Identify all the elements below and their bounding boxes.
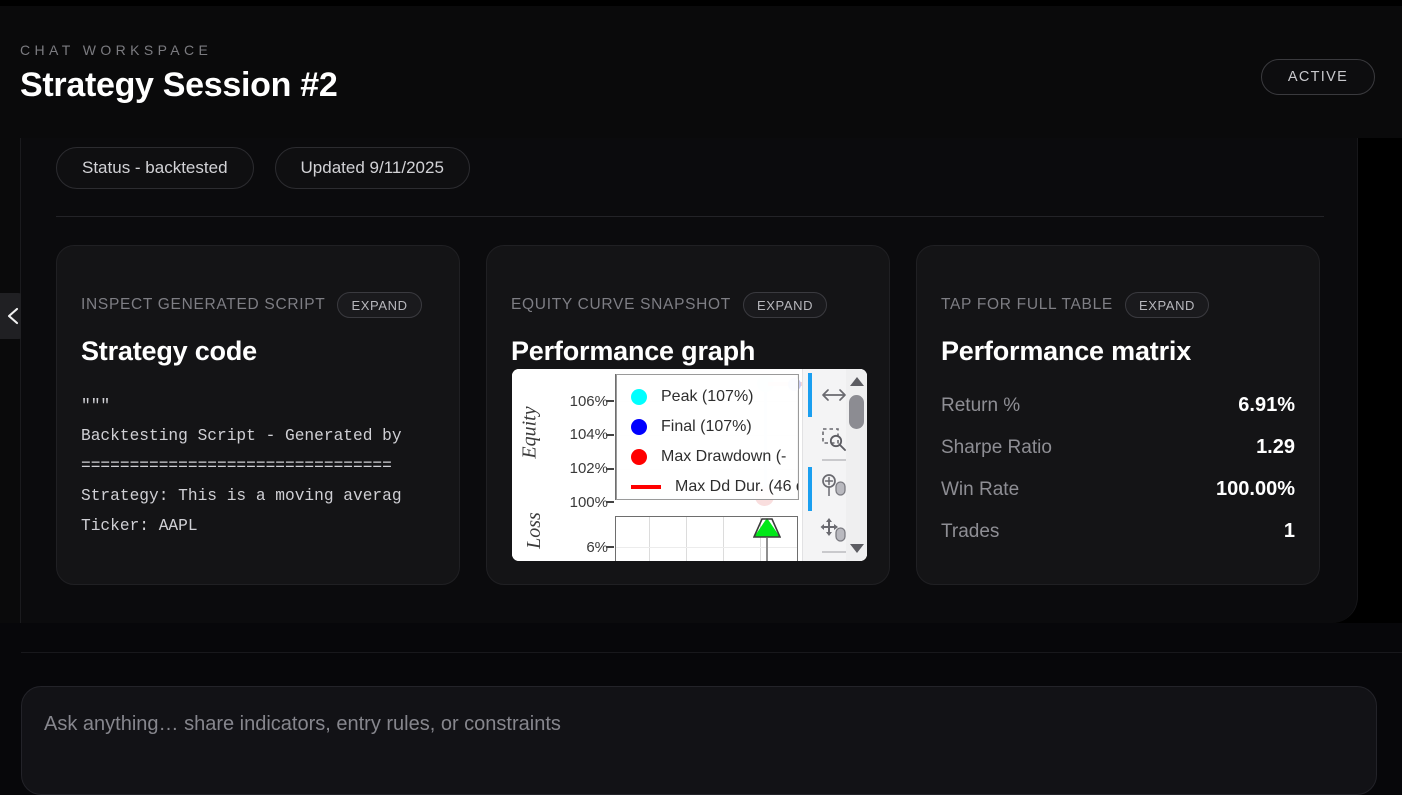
tick-mark	[606, 501, 614, 503]
chat-composer[interactable]: Ask anything… share indicators, entry ru…	[21, 686, 1377, 795]
metric-row-return: Return % 6.91%	[941, 394, 1295, 417]
generated-script-preview: """ Backtesting Script - Generated by ==…	[81, 397, 402, 535]
trade-marker-outline-icon	[753, 518, 781, 538]
loss-subplot	[615, 516, 798, 561]
legend-item-final: Final (107%)	[631, 418, 752, 436]
metric-label: Sharpe Ratio	[941, 437, 1052, 458]
status-badge[interactable]: ACTIVE	[1261, 59, 1375, 95]
metric-label: Trades	[941, 521, 1000, 542]
y-axis-label-loss: Loss	[522, 512, 545, 549]
expand-button-equity[interactable]: EXPAND	[742, 292, 828, 318]
scrollbar-thumb[interactable]	[849, 395, 864, 429]
status-pill[interactable]: Status - backtested	[56, 147, 254, 189]
pan-resize-icon[interactable]	[819, 380, 849, 410]
meta-pill-row: Status - backtested Updated 9/11/2025	[56, 147, 470, 189]
card-header: TAP FOR FULL TABLE EXPAND	[941, 292, 1295, 318]
gridline	[686, 517, 687, 561]
chevron-left-icon	[5, 306, 20, 326]
metric-value: 6.91%	[1238, 394, 1295, 416]
card-kicker: TAP FOR FULL TABLE	[941, 296, 1113, 313]
card-title: Strategy code	[81, 336, 257, 366]
y-tick-102: 102%	[569, 460, 608, 477]
gridline	[760, 517, 761, 561]
legend-swatch-dd-duration-icon	[631, 485, 661, 489]
toolbar-divider	[822, 459, 846, 461]
move-mouse-icon[interactable]	[819, 515, 849, 545]
card-header: INSPECT GENERATED SCRIPT EXPAND	[81, 292, 435, 318]
page-header: CHAT WORKSPACE Strategy Session #2 ACTIV…	[0, 6, 1402, 138]
chart-canvas: Equity Loss 106% 104% 102% 100% 6%	[512, 369, 802, 561]
trade-marker-stem	[766, 538, 768, 561]
chart-toolbar	[802, 369, 867, 561]
y-tick-6: 6%	[586, 539, 608, 556]
chart-scrollbar[interactable]	[846, 369, 867, 561]
zoom-to-rect-icon[interactable]	[819, 424, 849, 454]
toolbar-active-accent	[808, 373, 812, 417]
scroll-up-arrow-icon[interactable]	[850, 377, 864, 386]
legend-item-max-drawdown: Max Drawdown (-	[631, 448, 786, 466]
card-grid: INSPECT GENERATED SCRIPT EXPAND Strategy…	[56, 245, 1320, 585]
card-performance-matrix[interactable]: TAP FOR FULL TABLE EXPAND Performance ma…	[916, 245, 1320, 585]
metric-value: 1	[1283, 520, 1295, 542]
legend-label: Max Dd Dur. (46 d	[675, 478, 799, 495]
legend-item-peak: Peak (107%)	[631, 388, 754, 406]
card-title: Performance graph	[511, 336, 756, 366]
card-title: Performance matrix	[941, 336, 1192, 366]
gridline	[649, 517, 650, 561]
legend-swatch-peak-icon	[631, 389, 647, 405]
tick-mark	[606, 434, 614, 436]
y-tick-100: 100%	[569, 494, 608, 511]
metric-row-sharpe: Sharpe Ratio 1.29	[941, 436, 1295, 459]
y-tick-104: 104%	[569, 426, 608, 443]
zoom-mouse-icon[interactable]	[819, 471, 849, 501]
tick-mark	[606, 546, 614, 548]
y-tick-106: 106%	[569, 393, 608, 410]
metric-row-trades: Trades 1	[941, 520, 1295, 543]
card-strategy-code[interactable]: INSPECT GENERATED SCRIPT EXPAND Strategy…	[56, 245, 460, 585]
workspace-eyebrow: CHAT WORKSPACE	[20, 42, 213, 58]
metric-label: Return %	[941, 395, 1021, 416]
legend-label: Final (107%)	[661, 418, 752, 435]
metric-value: 100.00%	[1216, 478, 1295, 500]
expand-button-matrix[interactable]: EXPAND	[1124, 292, 1210, 318]
gridline	[616, 547, 797, 548]
metric-row-win-rate: Win Rate 100.00%	[941, 478, 1295, 501]
toolbar-active-accent	[808, 467, 812, 511]
main-content-panel: Status - backtested Updated 9/11/2025 IN…	[21, 138, 1358, 623]
card-kicker: INSPECT GENERATED SCRIPT	[81, 296, 326, 313]
legend-label: Peak (107%)	[661, 388, 754, 405]
legend-item-max-dd-duration: Max Dd Dur. (46 d	[631, 478, 799, 496]
equity-curve-chart[interactable]: Equity Loss 106% 104% 102% 100% 6%	[512, 369, 867, 561]
toolbar-divider	[822, 551, 846, 553]
legend-swatch-drawdown-icon	[631, 449, 647, 465]
card-header: EQUITY CURVE SNAPSHOT EXPAND	[511, 292, 865, 318]
tick-mark	[606, 400, 614, 402]
section-divider	[56, 216, 1324, 217]
y-axis-label-equity: Equity	[518, 406, 541, 459]
expand-button-script[interactable]: EXPAND	[337, 292, 422, 318]
chat-input-placeholder[interactable]: Ask anything… share indicators, entry ru…	[44, 713, 561, 735]
updated-pill[interactable]: Updated 9/11/2025	[274, 147, 470, 189]
card-kicker: EQUITY CURVE SNAPSHOT	[511, 296, 731, 313]
card-performance-graph[interactable]: EQUITY CURVE SNAPSHOT EXPAND Performance…	[486, 245, 890, 585]
legend-swatch-final-icon	[631, 419, 647, 435]
tick-mark	[606, 468, 614, 470]
metric-label: Win Rate	[941, 479, 1020, 500]
metric-value: 1.29	[1256, 436, 1295, 458]
scroll-down-arrow-icon[interactable]	[850, 544, 864, 553]
page-title: Strategy Session #2	[20, 66, 338, 104]
composer-divider	[21, 652, 1402, 653]
top-strip	[0, 0, 1402, 6]
chart-legend: Peak (107%) Final (107%) Max Drawdown (-	[616, 374, 799, 500]
legend-label: Max Drawdown (-	[661, 448, 787, 465]
gridline	[723, 517, 724, 561]
